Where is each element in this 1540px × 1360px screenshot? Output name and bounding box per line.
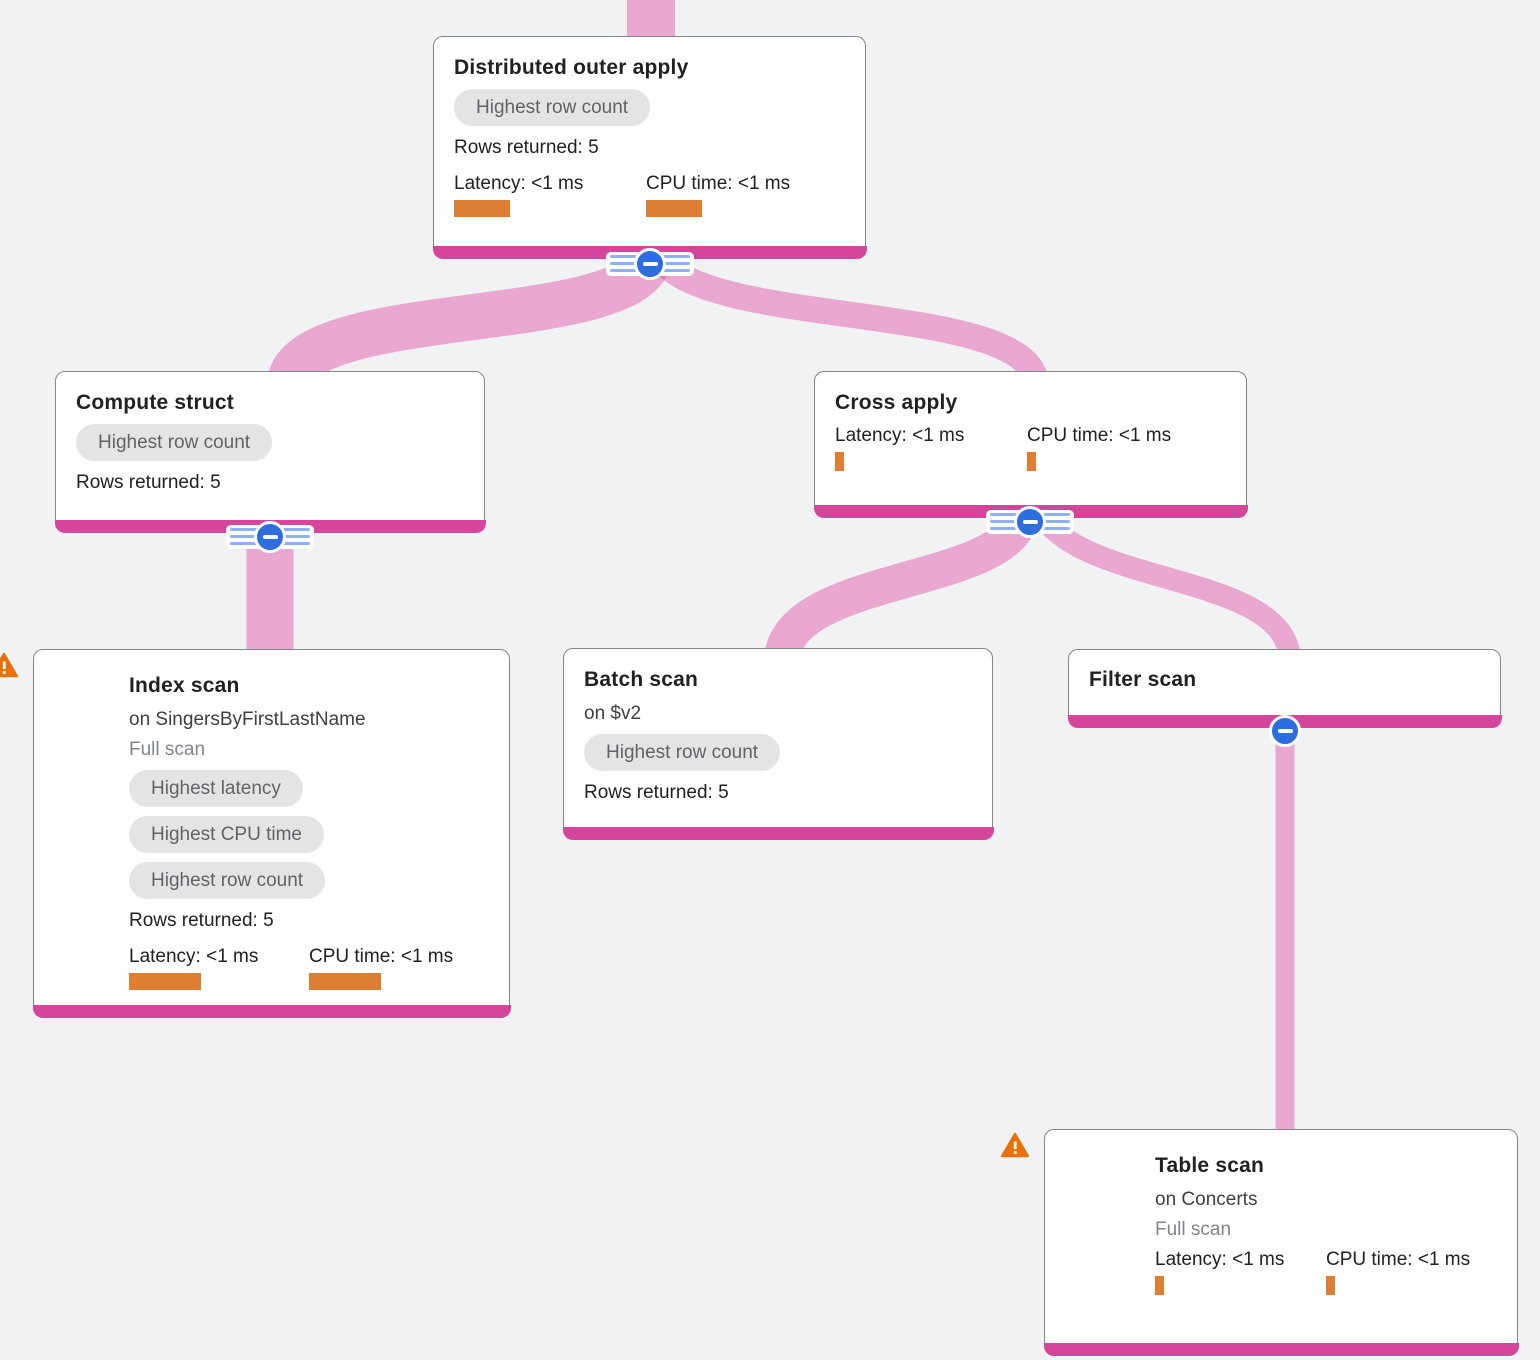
- edge-crossapply-to-batchscan: [764, 507, 1040, 665]
- node-accent-bar: [32, 1004, 511, 1018]
- cpu-time-label: CPU time: <1 ms: [1027, 425, 1172, 446]
- warning-icon: [0, 652, 18, 678]
- latency-label: Latency: <1 ms: [835, 425, 965, 446]
- cpu-metric: CPU time: <1 ms: [1326, 1249, 1497, 1295]
- cpu-time-bar: [309, 973, 381, 990]
- node-batch-scan[interactable]: Batch scan on $v2 Highest row count Rows…: [562, 648, 994, 840]
- warning-icon: [1001, 1132, 1029, 1158]
- cpu-metric: CPU time: <1 ms: [646, 173, 838, 217]
- node-title: Filter scan: [1089, 668, 1197, 691]
- cpu-time-label: CPU time: <1 ms: [1326, 1249, 1471, 1270]
- latency-metric: Latency: <1 ms: [129, 946, 309, 990]
- rows-returned: Rows returned: 5: [454, 137, 599, 158]
- badge-highest-cpu-time: Highest CPU time: [129, 816, 324, 853]
- node-index-scan[interactable]: Index scan on SingersByFirstLastName Ful…: [0, 649, 511, 1018]
- collapse-minus-icon[interactable]: [634, 248, 666, 280]
- cpu-time-bar: [646, 200, 702, 217]
- badge-highest-latency: Highest latency: [129, 770, 303, 807]
- node-title: Table scan: [1155, 1154, 1264, 1177]
- latency-metric: Latency: <1 ms: [454, 173, 646, 217]
- cpu-metric: CPU time: <1 ms: [1027, 425, 1219, 471]
- cpu-time-bar: [1326, 1276, 1335, 1295]
- node-accent-bar: [562, 826, 994, 840]
- node-compute-struct[interactable]: Compute struct Highest row count Rows re…: [54, 371, 486, 533]
- node-subtitle: on SingersByFirstLastName: [129, 709, 366, 730]
- collapse-minus-icon[interactable]: [1014, 506, 1046, 538]
- node-filter-scan[interactable]: Filter scan: [1067, 649, 1502, 728]
- node-title: Distributed outer apply: [454, 56, 689, 79]
- edge-outerapply-to-computestruct: [267, 247, 673, 390]
- latency-bar: [1155, 1276, 1164, 1295]
- collapse-button-filter-scan[interactable]: [1269, 715, 1301, 747]
- node-accent-bar: [1043, 1342, 1519, 1356]
- node-subtitle: on $v2: [584, 703, 642, 724]
- collapse-button-compute-struct[interactable]: [226, 521, 314, 553]
- cpu-metric: CPU time: <1 ms: [309, 946, 489, 990]
- collapse-minus-icon[interactable]: [254, 521, 286, 553]
- latency-label: Latency: <1 ms: [129, 946, 259, 967]
- rows-returned: Rows returned: 5: [584, 782, 729, 803]
- edge-outerapply-to-crossapply: [645, 245, 1049, 389]
- node-distributed-outer-apply[interactable]: Distributed outer apply Highest row coun…: [432, 36, 867, 259]
- node-title: Batch scan: [584, 668, 699, 691]
- cpu-time-label: CPU time: <1 ms: [646, 173, 791, 194]
- collapse-button-cross-apply[interactable]: [986, 506, 1074, 538]
- badge-highest-row-count: Highest row count: [76, 424, 273, 461]
- latency-bar: [835, 452, 844, 471]
- node-cross-apply[interactable]: Cross apply Latency: <1 ms CPU time: <1 …: [813, 371, 1248, 518]
- collapse-button-distributed-outer-apply[interactable]: [606, 248, 694, 280]
- latency-metric: Latency: <1 ms: [835, 425, 1027, 471]
- latency-metric: Latency: <1 ms: [1155, 1249, 1326, 1295]
- badge-highest-row-count: Highest row count: [454, 89, 651, 126]
- node-subtitle: on Concerts: [1155, 1189, 1258, 1210]
- latency-label: Latency: <1 ms: [1155, 1249, 1285, 1270]
- scan-type-label: Full scan: [129, 739, 206, 760]
- cpu-time-bar: [1027, 452, 1036, 471]
- latency-bar: [129, 973, 201, 990]
- rows-returned: Rows returned: 5: [129, 910, 274, 931]
- node-table-scan[interactable]: Table scan on Concerts Full scan Latency…: [1001, 1129, 1519, 1356]
- edge-crossapply-to-filterscan: [1030, 506, 1301, 664]
- latency-label: Latency: <1 ms: [454, 173, 584, 194]
- node-title: Cross apply: [835, 391, 958, 414]
- cpu-time-label: CPU time: <1 ms: [309, 946, 454, 967]
- node-title: Compute struct: [76, 391, 234, 414]
- badge-highest-row-count: Highest row count: [584, 734, 781, 771]
- latency-bar: [454, 200, 510, 217]
- rows-returned: Rows returned: 5: [76, 472, 221, 493]
- badge-highest-row-count: Highest row count: [129, 862, 326, 899]
- scan-type-label: Full scan: [1155, 1219, 1232, 1240]
- node-title: Index scan: [129, 674, 240, 697]
